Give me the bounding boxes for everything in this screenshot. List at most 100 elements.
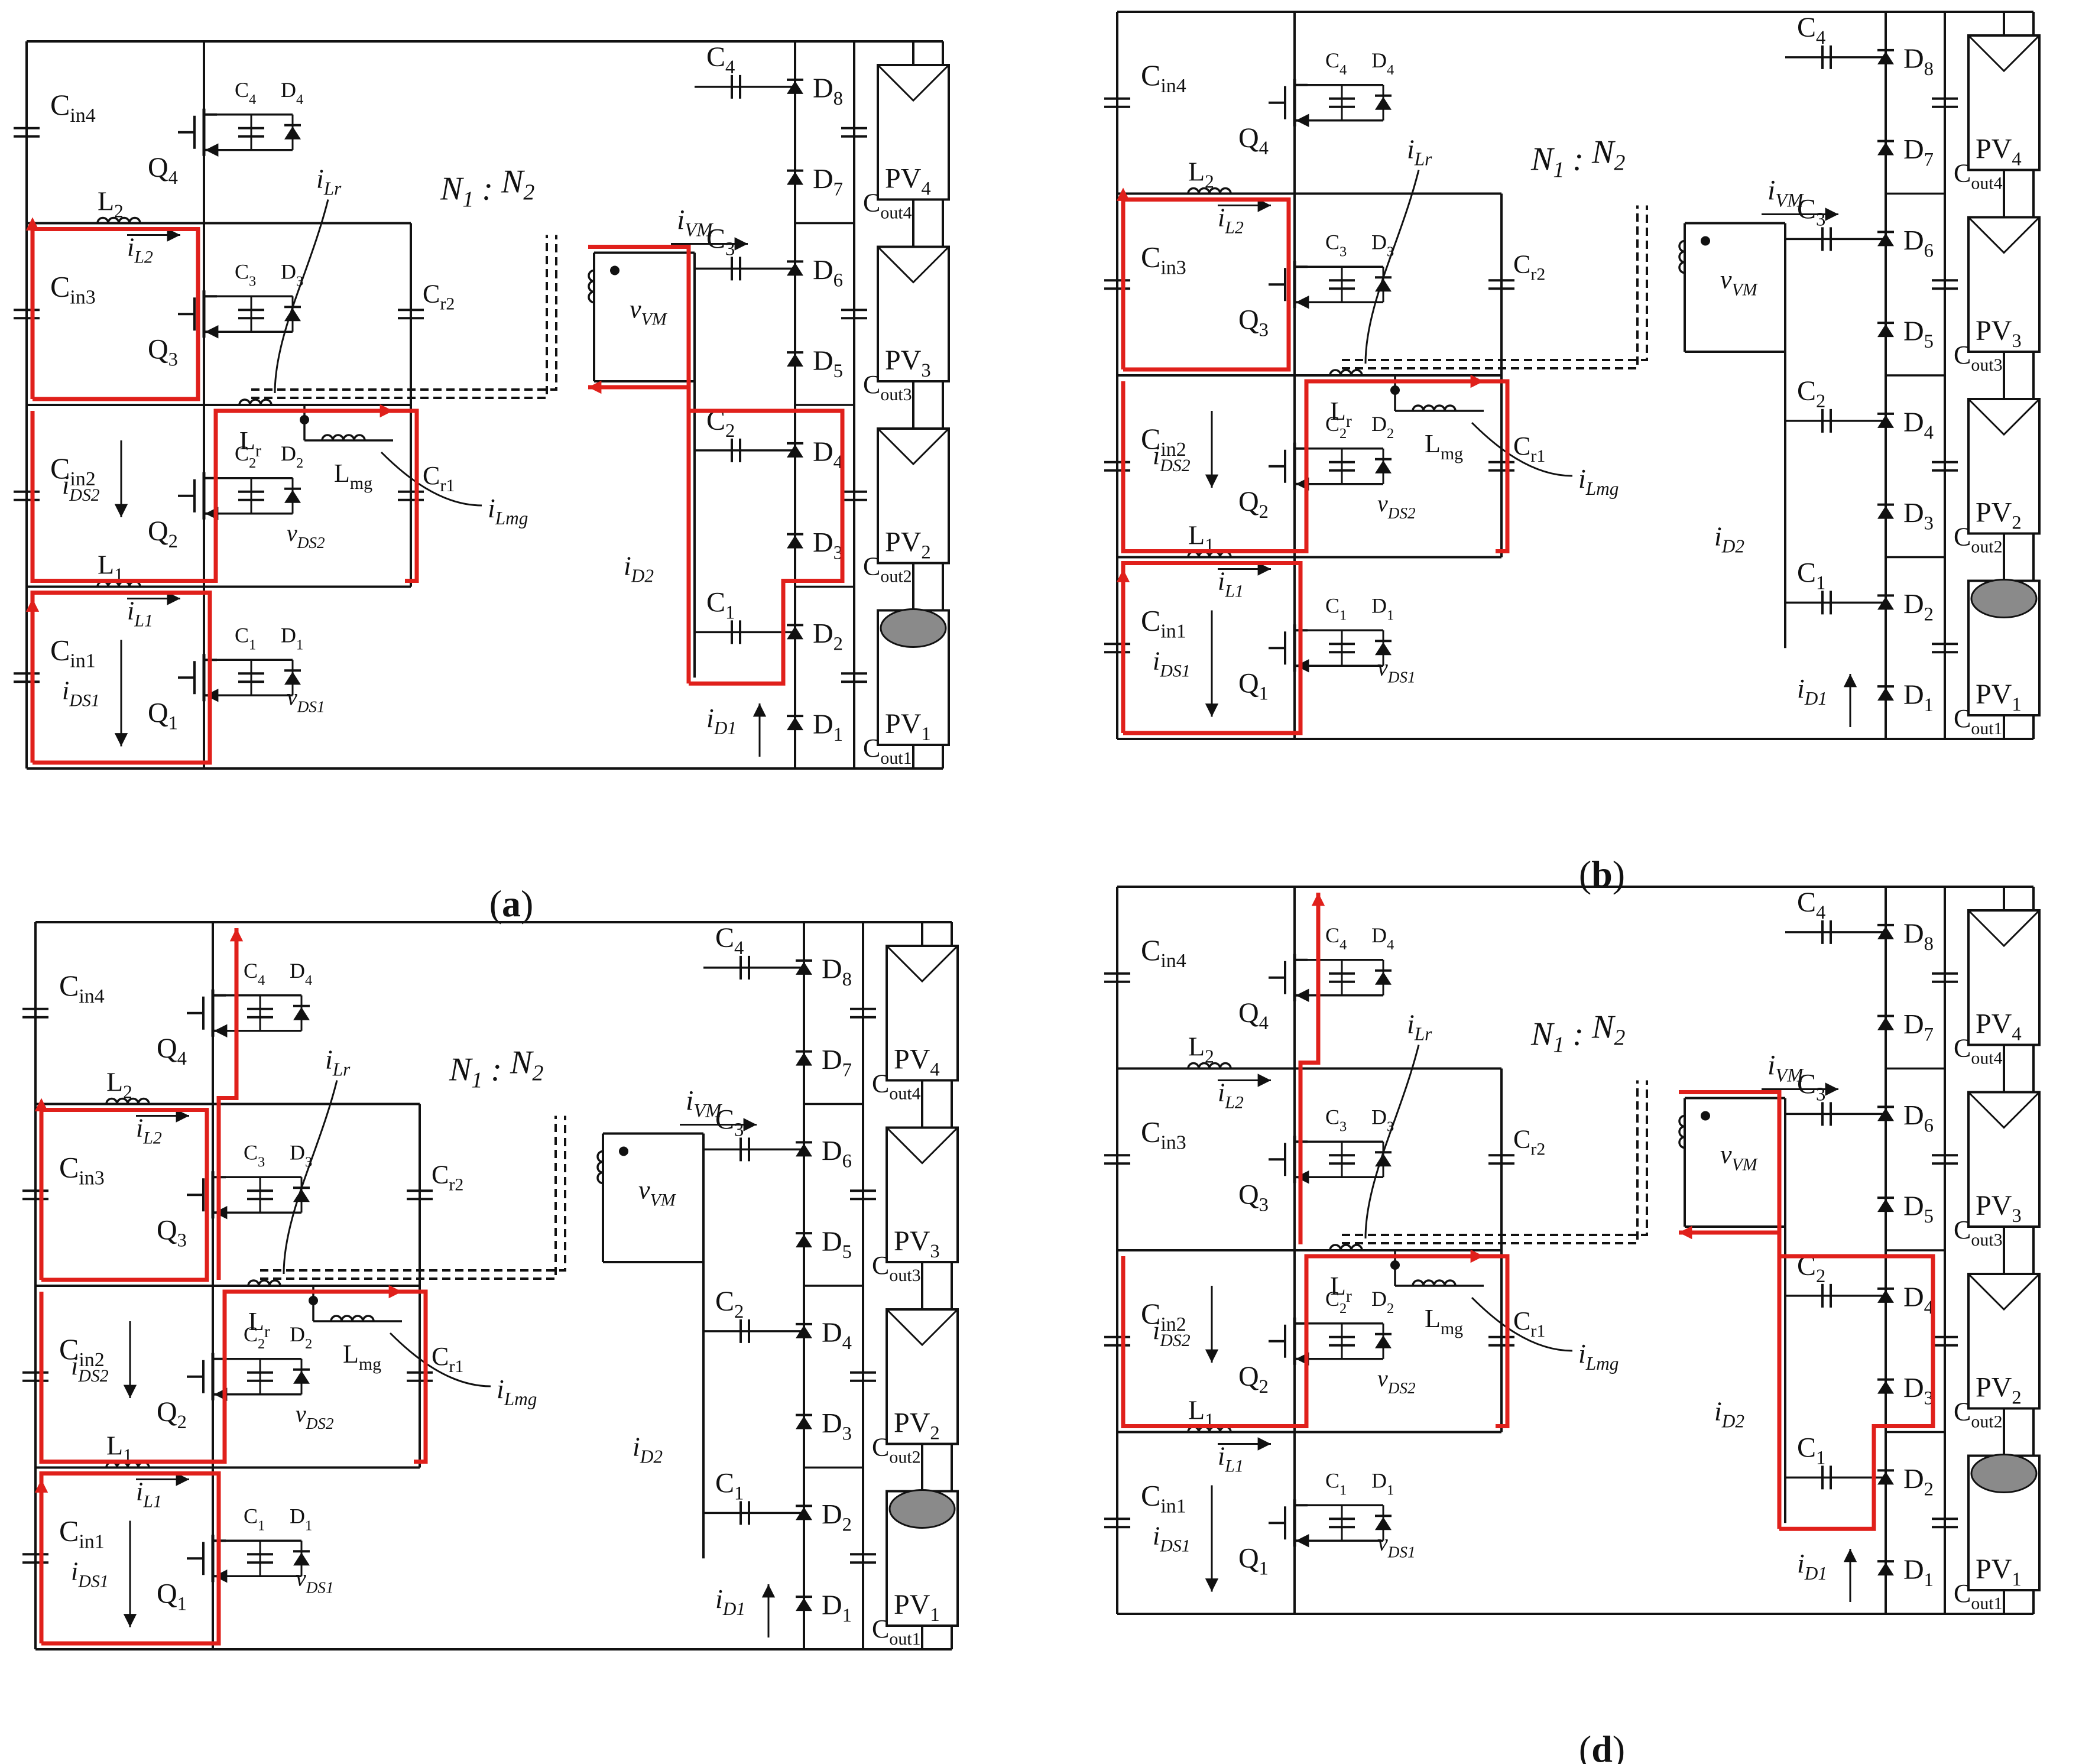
label-sub: 2 [168,531,178,552]
ilmg-leader [380,451,482,507]
ilmg-label: iLmg [1578,1338,1619,1374]
diode-d1 [1877,688,1894,701]
label-main: v [1377,1365,1388,1392]
label-main: D [1903,407,1924,438]
dq-label: D2 [290,1322,312,1352]
id1-arrow-head [1843,674,1857,688]
label-sub: 1 [842,1605,852,1626]
label-main: C [1325,230,1339,254]
q-label: Q1 [157,1578,187,1614]
coupling-dash [1342,1080,1648,1236]
label-sub: 3 [1259,1194,1269,1215]
label-sub: 4 [1259,1013,1269,1034]
q-label: Q2 [1238,1361,1269,1397]
label-main: D [1903,225,1924,256]
vds2-label: vDS2 [287,520,325,552]
d-label: D8 [1903,918,1934,955]
label-sub: mg [350,474,372,493]
label-main: D [1371,48,1387,72]
label-main: i [497,1374,504,1404]
il1-label: iL1 [136,1477,162,1512]
label-main: PV [885,345,922,376]
q-4-arrow [214,1024,228,1037]
ids1-label: iDS1 [1153,647,1191,681]
label-main: D [1903,134,1924,166]
coupling-dash [251,235,557,391]
label-main: D [281,442,296,465]
label-sub: 3 [1387,244,1394,260]
label-main: v [1720,265,1732,294]
label-sub: L1 [134,611,153,631]
label-main: PV [894,1225,930,1257]
ids2-label: iDS2 [1153,441,1191,475]
d-label: D5 [1903,1191,1934,1227]
label-sub: r [1346,1286,1352,1306]
label-sub: DS1 [1159,662,1191,681]
label-main: C [1797,12,1816,43]
label-main: D [1903,1191,1924,1222]
diode-d5 [1877,1199,1894,1212]
label-sub: D2 [640,1447,663,1467]
label-main: PV [885,527,922,558]
label-sub: DS2 [77,1366,109,1386]
label-main: C [1141,422,1160,455]
pv-label: PV4 [1976,134,2022,170]
label-sub: DS1 [1387,1543,1416,1561]
label-sub: Lmg [495,508,528,528]
cin-label: Cin2 [59,1332,105,1371]
lmg-label: Lmg [343,1340,381,1374]
label-main: D [813,709,833,740]
label-sub: 1 [1924,1570,1934,1591]
label-main: i [715,1584,723,1614]
label-main: C [244,959,258,982]
label-main: D [1903,1100,1924,1131]
il2-arrow-head [167,228,180,242]
q-4-arrow [205,143,219,157]
coupling-dash [1342,1080,1639,1244]
id2-label: iD2 [624,551,654,586]
label-main: Q [1238,667,1259,699]
label-sub: L2 [1224,218,1244,238]
label-sub: 1 [1816,572,1825,594]
coupling-dash [260,1116,557,1280]
lmg-label: Lmg [1425,429,1463,463]
dq-label: D3 [281,260,303,289]
q-label: Q2 [157,1396,187,1433]
label-sub: mg [359,1354,381,1374]
cq-label: C3 [244,1140,265,1170]
ratio-part: 2 [1614,151,1625,176]
label-main: D [822,1408,842,1439]
label-main: D [290,1140,305,1164]
label-main: C [235,442,249,465]
label-main: C [235,78,249,102]
cq-label: C2 [1325,1287,1347,1316]
ids1-label: iDS1 [71,1557,109,1591]
cq-label: C4 [235,78,256,108]
d-label: D1 [813,709,843,745]
label-main: C [1513,1124,1530,1153]
label-sub: in3 [1160,1131,1186,1153]
lr-coil [238,398,273,406]
label-main: C [1141,240,1160,273]
pv-shade [1970,1454,2038,1493]
label-sub: out4 [880,203,912,223]
diode-d5 [787,354,803,367]
label-sub: mg [1441,1319,1463,1338]
l1-label: L1 [1188,1395,1214,1431]
label-main: PV [1976,1190,2012,1221]
label-main: C [235,260,249,283]
path-arrow [1470,1249,1484,1263]
label-sub: r1 [440,476,455,495]
cout-label: Cout1 [1954,1579,2003,1613]
pv-label: PV4 [1976,1009,2022,1045]
l2-coil [105,1097,150,1104]
label-main: i [71,1351,78,1380]
pv-chevron [886,1127,959,1165]
pv-label: PV2 [885,527,931,563]
label-sub: 3 [1387,1118,1394,1134]
label-main: C [1513,249,1530,278]
label-sub: 3 [2012,1205,2021,1227]
label-sub: 2 [1924,604,1934,625]
label-sub: out4 [1971,174,2002,193]
